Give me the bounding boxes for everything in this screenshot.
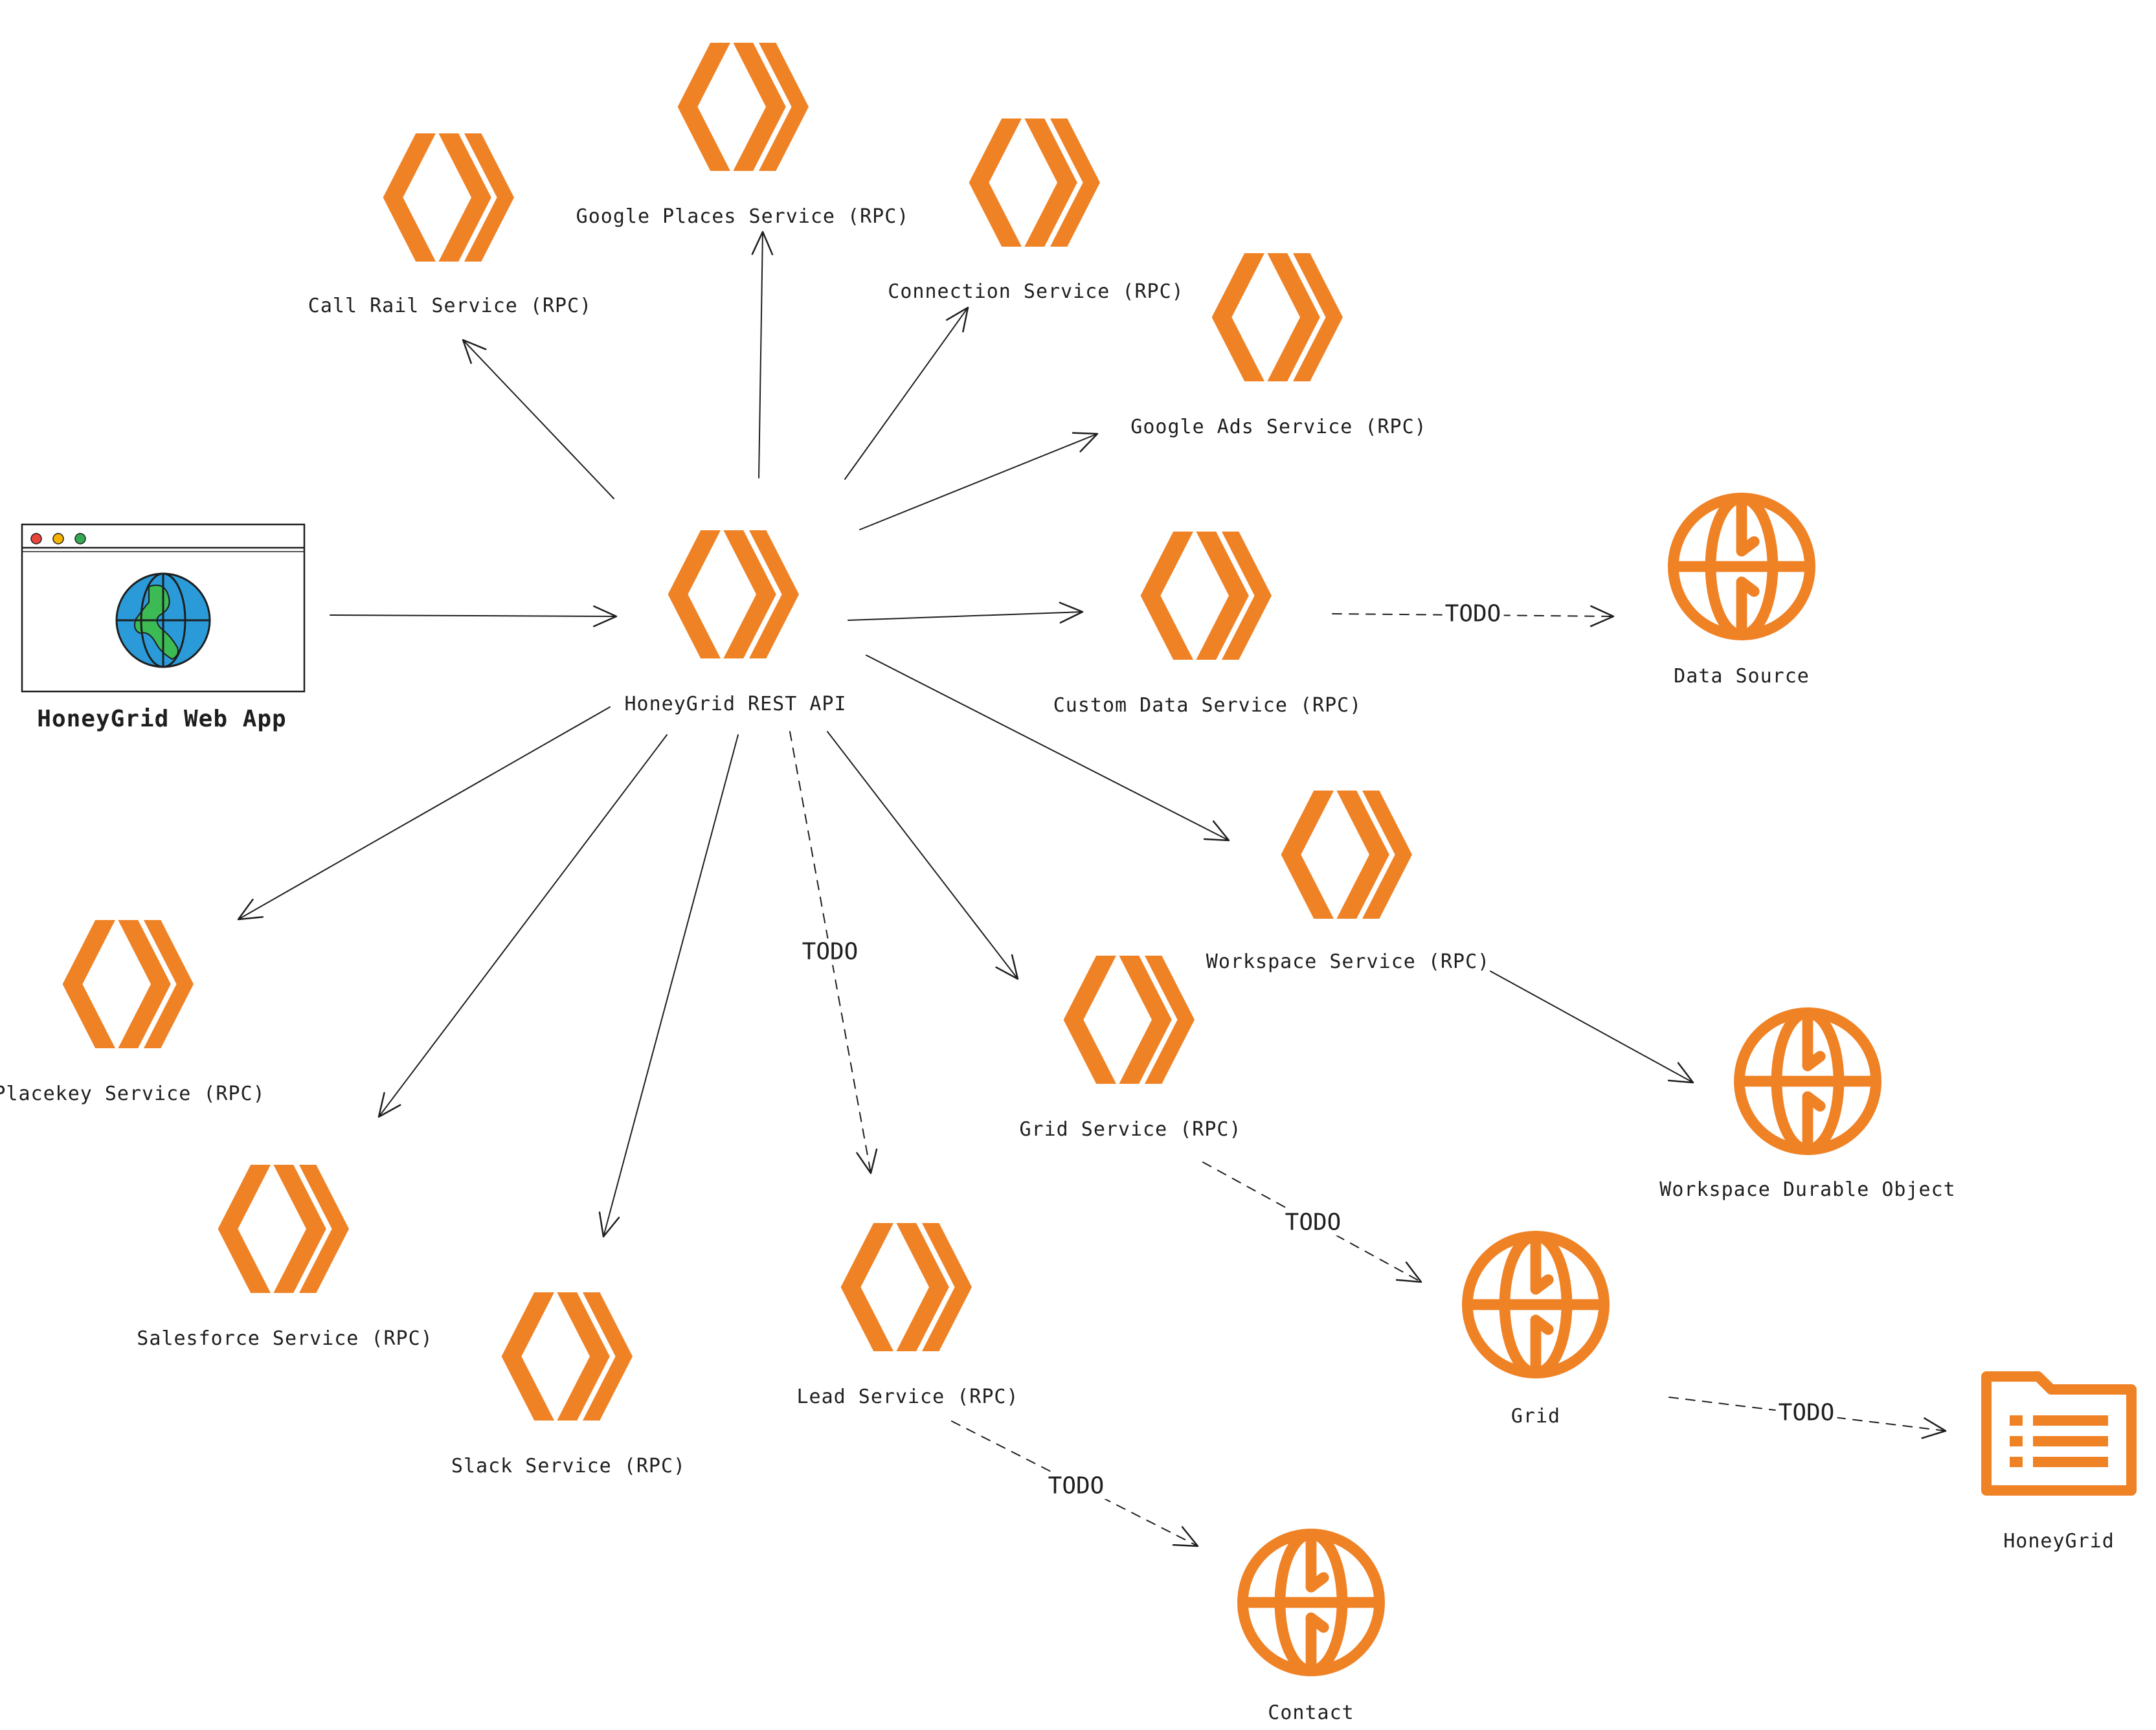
globe-icon [1664,489,1819,647]
node-label-custom-data: Custom Data Service (RPC) [1053,694,1362,717]
database-folder-icon [1981,1366,2137,1499]
worker-chevron-icon [218,1165,349,1293]
node-label-lead: Lead Service (RPC) [796,1386,1019,1408]
node-label-workspace-do: Workspace Durable Object [1659,1178,1956,1201]
edge-rest-api-to-grid-service [827,731,1019,980]
node-label-workspace: Workspace Service (RPC) [1206,950,1490,973]
node-label-web-app: HoneyGrid Web App [37,706,287,732]
edge-web-app-to-rest-api [330,605,618,627]
worker-chevron-icon [1063,956,1195,1084]
node-label-grid: Grid [1510,1405,1561,1428]
edge-rest-api-to-connection [844,306,969,480]
worker-chevron-icon [501,1292,633,1421]
edge-rest-api-to-placekey [237,706,611,921]
edge-workspace-to-workspace-do [1490,971,1694,1084]
node-label-google-places: Google Places Service (RPC) [576,205,910,228]
edge-rest-api-to-call-rail [462,339,614,499]
edge-label-todo: TODO [1775,1399,1837,1426]
node-label-rest-api: HoneyGrid REST API [624,693,847,715]
worker-chevron-icon [214,1158,356,1303]
worker-chevron-icon [379,126,521,272]
edge-label-todo: TODO [1282,1209,1344,1236]
edge-rest-api-to-salesforce [377,734,668,1118]
worker-chevron-icon [840,1223,972,1351]
globe-icon [1233,1525,1389,1683]
browser-globe-icon [21,523,306,696]
worker-chevron-icon [965,111,1107,257]
worker-chevron-icon [664,523,806,669]
worker-chevron-icon [1059,949,1202,1094]
globe-icon [1734,1007,1881,1155]
node-label-google-ads: Google Ads Service (RPC) [1130,416,1427,438]
worker-chevron-icon [1140,532,1272,660]
browser-window-icon [21,523,306,693]
edge-rest-api-to-custom-data [848,601,1084,623]
worker-chevron-icon [1207,246,1350,392]
globe-icon [1668,493,1815,640]
node-label-slack: Slack Service (RPC) [451,1455,686,1477]
worker-chevron-icon [673,36,816,181]
worker-chevron-icon [497,1285,640,1431]
edge-rest-api-to-google-places [751,230,774,478]
worker-chevron-icon [668,530,799,658]
globe-icon [1730,1004,1885,1162]
worker-chevron-icon [383,133,514,262]
worker-chevron-icon [1211,253,1343,381]
globe-icon [1458,1227,1613,1386]
edge-rest-api-to-google-ads [859,432,1099,530]
worker-chevron-icon [837,1216,979,1362]
globe-icon [1237,1529,1385,1676]
worker-chevron-icon [1277,783,1419,929]
node-label-placekey: Placekey Service (RPC) [0,1083,265,1105]
node-label-data-source: Data Source [1674,665,1810,688]
edge-rest-api-to-slack [598,734,739,1238]
edge-rest-api-to-workspace [866,655,1230,842]
worker-chevron-icon [58,913,201,1059]
worker-chevron-icon [1136,524,1279,670]
node-label-connection: Connection Service (RPC) [888,280,1184,303]
worker-chevron-icon [677,43,809,171]
node-label-contact: Contact [1268,1702,1354,1724]
database-folder-icon [1981,1371,2137,1496]
node-label-grid-service: Grid Service (RPC) [1019,1118,1242,1141]
worker-chevron-icon [62,920,194,1048]
edge-label-todo: TODO [799,938,861,965]
edge-label-todo: TODO [1045,1472,1107,1500]
node-label-salesforce: Salesforce Service (RPC) [137,1327,433,1350]
worker-chevron-icon [1281,791,1412,919]
worker-chevron-icon [969,118,1100,247]
node-label-honeygrid-db: HoneyGrid [2003,1530,2115,1553]
edge-label-todo: TODO [1442,600,1504,627]
node-label-call-rail: Call Rail Service (RPC) [308,295,592,317]
globe-icon [1462,1231,1610,1378]
